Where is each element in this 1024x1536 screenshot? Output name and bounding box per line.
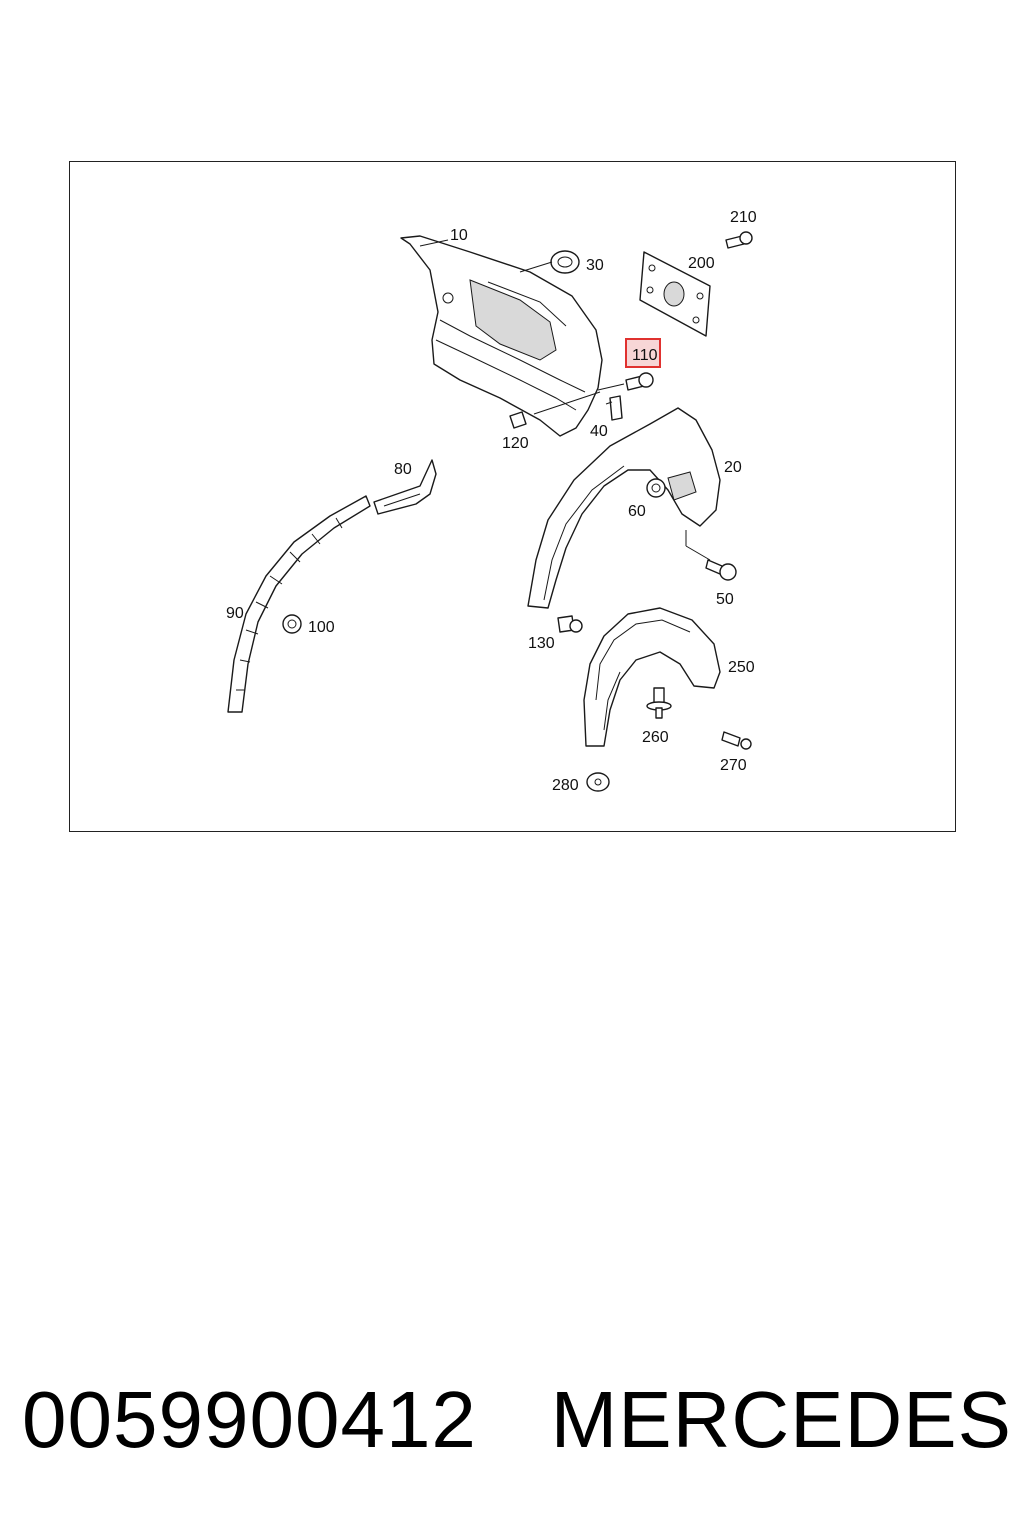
callout-100[interactable]: 100 (308, 619, 335, 636)
part-60-washer[interactable] (646, 478, 666, 498)
callout-80[interactable]: 80 (394, 461, 412, 478)
callout-10[interactable]: 10 (450, 227, 468, 244)
callout-110[interactable]: 110 (632, 347, 658, 364)
callout-210[interactable]: 210 (730, 209, 757, 226)
part-250-wheel-liner[interactable] (583, 607, 721, 747)
callout-20[interactable]: 20 (724, 459, 742, 476)
part-120-nut[interactable] (509, 411, 527, 429)
part-130-clip[interactable] (557, 615, 583, 633)
callout-90[interactable]: 90 (226, 605, 244, 622)
part-110-bolt[interactable] (625, 372, 654, 391)
leader-lines (419, 239, 711, 561)
callout-40[interactable]: 40 (590, 423, 608, 440)
part-40-clip[interactable] (605, 395, 623, 421)
callout-60[interactable]: 60 (628, 503, 646, 520)
part-20-wheel-arch-trim[interactable] (527, 407, 721, 609)
brand-name: MERCEDES (550, 1375, 1012, 1464)
part-30-grommet[interactable] (550, 250, 580, 274)
part-80-bracket[interactable] (373, 459, 437, 515)
part-10-tailgate-panel[interactable] (400, 235, 603, 437)
callout-280[interactable]: 280 (552, 777, 579, 794)
callout-30[interactable]: 30 (586, 257, 604, 274)
part-200-plate-bracket[interactable] (639, 251, 711, 337)
part-210-screw[interactable] (725, 231, 753, 249)
callout-260[interactable]: 260 (642, 729, 669, 746)
callout-50[interactable]: 50 (716, 591, 734, 608)
callout-250[interactable]: 250 (728, 659, 755, 676)
part-260-push-pin[interactable] (646, 687, 672, 719)
callout-120[interactable]: 120 (502, 435, 529, 452)
diagram-frame (69, 161, 956, 832)
part-50-screw[interactable] (705, 559, 737, 581)
part-100-nut[interactable] (282, 614, 302, 634)
footer-caption: 0059900412 MERCEDES (22, 1370, 1012, 1470)
callout-270[interactable]: 270 (720, 757, 747, 774)
callout-130[interactable]: 130 (528, 635, 555, 652)
part-270-fastener[interactable] (721, 731, 752, 750)
callout-200[interactable]: 200 (688, 255, 715, 272)
callout-110-highlight[interactable]: 110 (625, 338, 661, 368)
part-number: 0059900412 (22, 1375, 477, 1464)
callout-labels: 10 20 30 40 50 60 80 90 100 110 120 130 … (226, 209, 757, 794)
part-280-plug[interactable] (586, 772, 610, 792)
part-90-curved-rail[interactable] (227, 495, 371, 713)
